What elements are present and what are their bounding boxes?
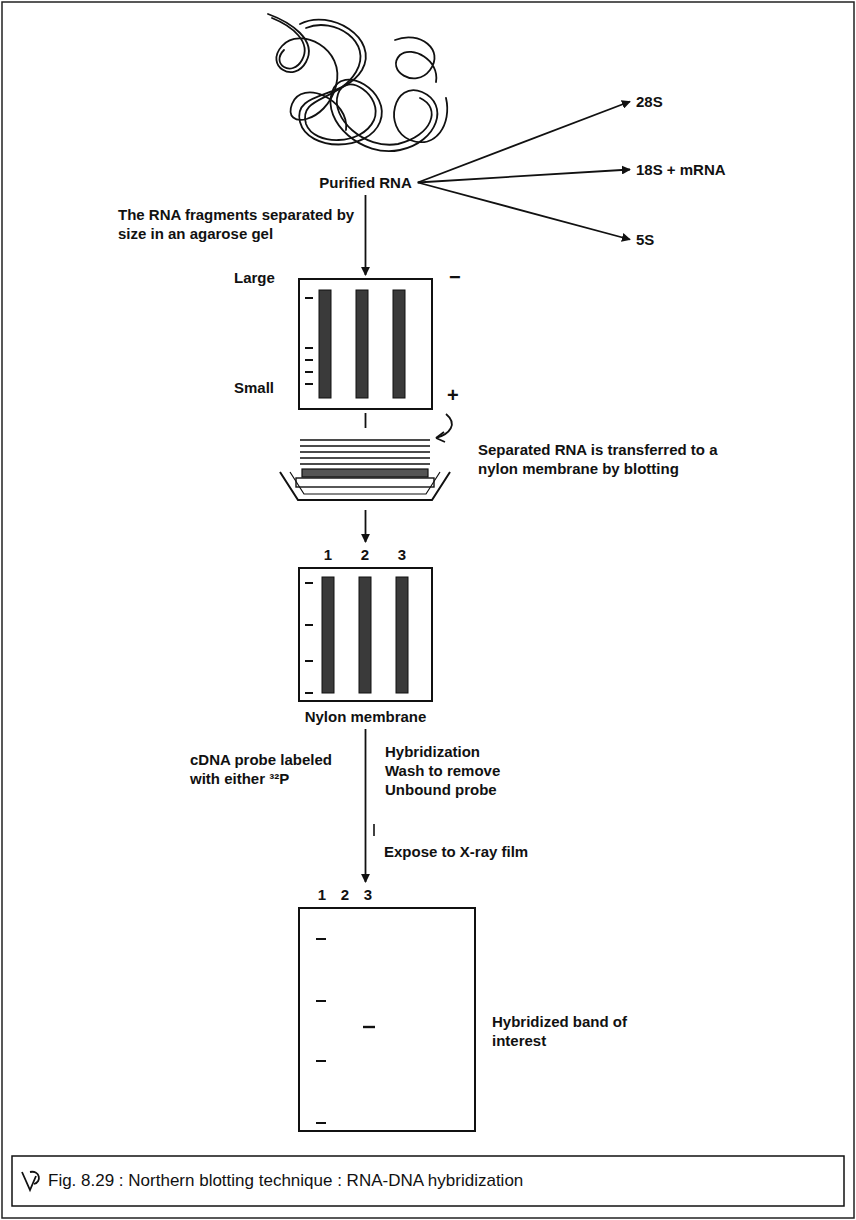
fraction-label: 5S — [636, 230, 654, 249]
membrane-label: Nylon membrane — [298, 707, 433, 726]
film-outline — [298, 907, 476, 1132]
size-label: Small — [234, 378, 274, 397]
blotting-tray — [290, 472, 440, 494]
marker-dash — [305, 660, 313, 662]
lane-number: 1 — [324, 545, 332, 564]
transfer-arrow — [436, 432, 445, 442]
node-text: Purified RNA — [319, 173, 412, 192]
blotting-tray — [280, 428, 455, 510]
edge-label: Expose to X-ray film — [384, 842, 528, 861]
lane-number: 2 — [341, 885, 349, 904]
flow-arrow — [418, 183, 630, 240]
nylon-membrane: 1 2 3Nylon membrane — [298, 545, 433, 726]
agarose-gel: LargeSmall — [298, 278, 433, 410]
band-callout: Hybridized band of interest — [492, 1012, 627, 1050]
caption-icon — [22, 1172, 36, 1190]
step-note: Hybridization Wash to remove Unbound pro… — [385, 742, 515, 799]
fraction-label: 28S — [636, 92, 663, 111]
sample-label: Purified RNA — [319, 173, 412, 192]
lane-number: 1 — [318, 885, 326, 904]
rna-tangle — [299, 20, 447, 152]
hybridized-band — [363, 1026, 375, 1028]
lane-band — [322, 577, 334, 693]
marker-dash — [305, 383, 313, 385]
membrane-outline — [298, 567, 433, 702]
probe-note: cDNA probe labeled with either ³²P — [190, 750, 350, 788]
flow-arrow — [365, 729, 367, 882]
lane-band — [356, 290, 368, 398]
cathode-sign: − — [449, 268, 461, 287]
rna-tangle — [272, 18, 305, 69]
lane-number: 2 — [361, 545, 369, 564]
marker-dash — [316, 938, 326, 940]
edge-label: The RNA fragments separated by size in a… — [118, 205, 356, 243]
marker-dash — [305, 297, 313, 299]
transfer-arrow — [436, 414, 452, 442]
marker-dash — [305, 582, 313, 584]
caption-icon — [30, 1172, 39, 1184]
blotting-tray — [280, 428, 455, 510]
caption-icon — [22, 1172, 39, 1190]
lane-number: 3 — [364, 885, 372, 904]
rna-tangle — [305, 25, 432, 145]
figure-caption: Fig. 8.29 : Northern blotting technique … — [48, 1170, 523, 1192]
film-drawing — [300, 909, 474, 1130]
xray-film: 123 — [298, 885, 476, 1132]
node-text: 28S — [636, 92, 663, 111]
marker-dash — [316, 1122, 326, 1124]
rna-tangle — [268, 14, 447, 151]
marker-dash — [316, 1060, 326, 1062]
probe-arrow — [373, 824, 375, 836]
node-text: 18S + mRNA — [636, 160, 726, 179]
marker-dash — [305, 371, 313, 373]
rna-tangle — [395, 37, 436, 82]
marker-dash — [305, 692, 313, 694]
lane-number: 3 — [398, 545, 406, 564]
gel-outline — [298, 278, 433, 410]
flow-arrow — [365, 195, 367, 275]
blotting-tray — [296, 478, 434, 487]
fraction-label: 18S + mRNA — [636, 160, 726, 179]
marker-dash — [305, 624, 313, 626]
marker-dash — [305, 359, 313, 361]
gel-drawing — [300, 280, 431, 408]
rna-tangle — [268, 14, 346, 130]
step-note: Separated RNA is transferred to a nylon … — [478, 440, 746, 478]
transfer-arrow — [436, 414, 452, 438]
blotting-tray — [280, 472, 450, 500]
anode-sign: + — [447, 386, 459, 405]
membrane-drawing — [300, 569, 431, 700]
probe-arrow — [373, 824, 375, 836]
blotting-tray — [300, 440, 430, 464]
blotting-tray — [302, 469, 428, 477]
caption-frame — [12, 1156, 844, 1206]
node-text: 5S — [636, 230, 654, 249]
lane-band — [319, 290, 331, 398]
size-label: Large — [234, 268, 275, 287]
lane-band — [359, 577, 371, 693]
marker-dash — [305, 347, 313, 349]
flow-arrow — [418, 102, 630, 183]
lane-band — [396, 577, 408, 693]
flow-arrow — [418, 170, 630, 183]
marker-dash — [316, 1000, 326, 1002]
lane-band — [393, 290, 405, 398]
